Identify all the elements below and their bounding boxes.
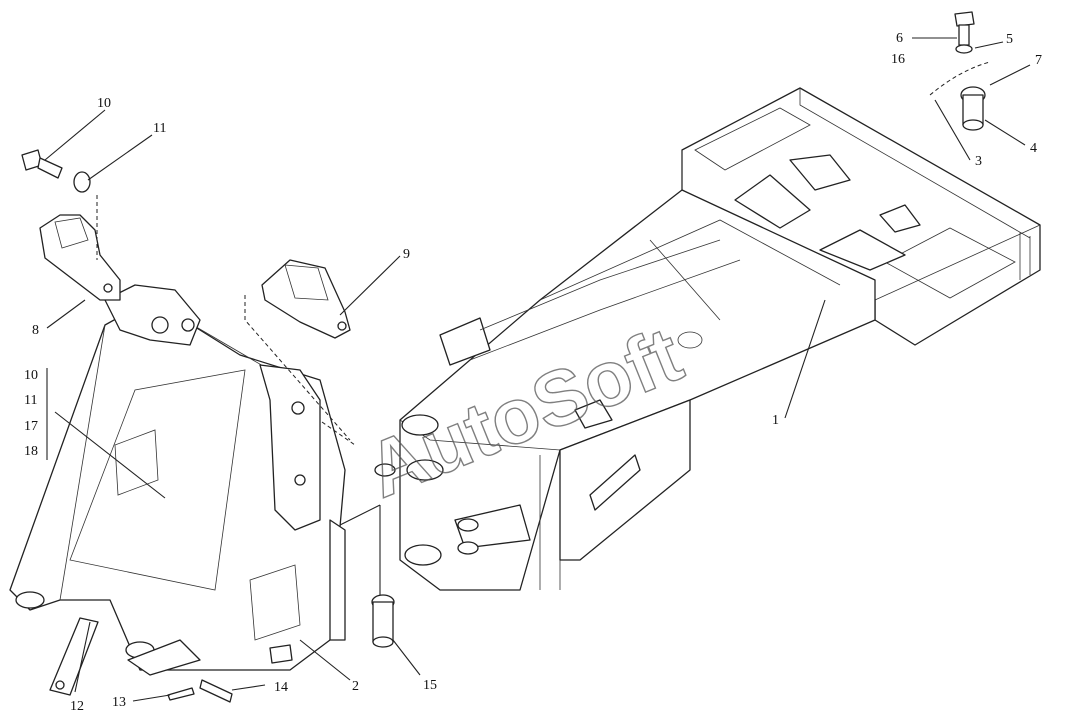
callout-3: 3 — [975, 154, 982, 169]
callout-10-left: 10 — [24, 368, 38, 383]
bracket-part-8 — [39, 214, 121, 301]
callout-6: 6 — [896, 31, 903, 46]
pin-4 — [929, 61, 991, 131]
cotter-pin-13 — [167, 687, 195, 701]
callout-18: 18 — [24, 444, 38, 459]
bolt-6-washer-5 — [954, 11, 975, 54]
leader-lines — [44, 37, 1031, 702]
plate-12 — [49, 617, 99, 696]
callout-15: 15 — [423, 678, 437, 693]
callout-7: 7 — [1035, 53, 1042, 68]
callout-14: 14 — [274, 680, 288, 695]
callout-11-left: 11 — [24, 393, 37, 408]
bolt-10 — [21, 149, 63, 179]
callout-10-top: 10 — [97, 96, 111, 111]
pin-14 — [199, 679, 233, 703]
callout-4: 4 — [1030, 141, 1037, 156]
callout-8: 8 — [32, 323, 39, 338]
callout-2: 2 — [352, 679, 359, 694]
callout-1: 1 — [772, 413, 779, 428]
main-frame — [374, 87, 1041, 591]
washer-11 — [73, 171, 91, 193]
callout-16: 16 — [891, 52, 905, 67]
callout-5: 5 — [1006, 32, 1013, 47]
callout-9: 9 — [403, 247, 410, 262]
callout-11-top: 11 — [153, 121, 166, 136]
front-upright-frame — [9, 284, 346, 676]
callout-13: 13 — [112, 695, 126, 710]
callout-labels: 1 2 3 4 5 6 16 7 8 9 10 11 10 11 17 18 1… — [24, 31, 1042, 714]
callout-17: 17 — [24, 419, 38, 434]
pin-15 — [371, 594, 395, 648]
callout-12: 12 — [70, 699, 84, 714]
bracket-part-9 — [261, 259, 351, 339]
